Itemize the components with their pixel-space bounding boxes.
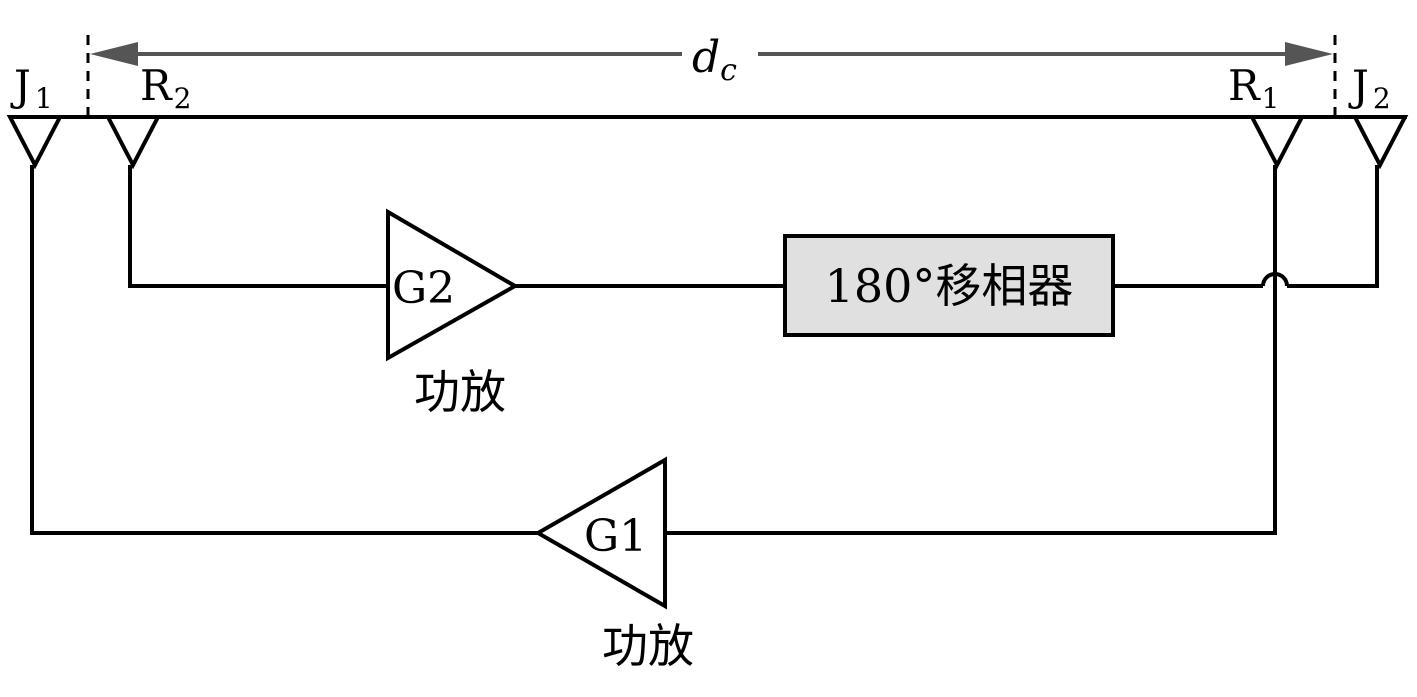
antenna-j1-icon: [6, 115, 64, 170]
antenna-j2-icon: [1351, 115, 1409, 170]
phase-shifter: 180°移相器: [783, 234, 1115, 337]
antenna-r1-icon: [1248, 115, 1306, 170]
upper-path: [128, 165, 1379, 288]
phase-shifter-box: [783, 234, 1115, 337]
dimension-label: dc: [692, 32, 737, 88]
dimension-arrowhead-left: [90, 42, 138, 66]
phase-shifter-label: 180°移相器: [825, 259, 1074, 313]
amplifier-g1-label: G1: [584, 511, 647, 562]
amplifier-g2-caption: 功放: [414, 365, 506, 419]
amplifier-g2: G2 功放: [386, 208, 520, 419]
amplifier-g1: G1 功放: [533, 456, 694, 673]
amplifier-g1-icon: [533, 456, 667, 610]
antenna-r2-icon: [104, 115, 162, 170]
antenna-label-r1: R1: [1228, 61, 1279, 115]
antenna-label-r2: R2: [140, 61, 191, 115]
amplifier-g2-label: G2: [392, 263, 455, 314]
amplifier-g2-icon: [386, 208, 520, 362]
dimension-dc: dc: [86, 32, 1337, 115]
dimension-arrowhead-right: [1285, 42, 1333, 66]
lower-path: [30, 165, 1277, 535]
amplifier-g1-caption: 功放: [602, 619, 694, 673]
